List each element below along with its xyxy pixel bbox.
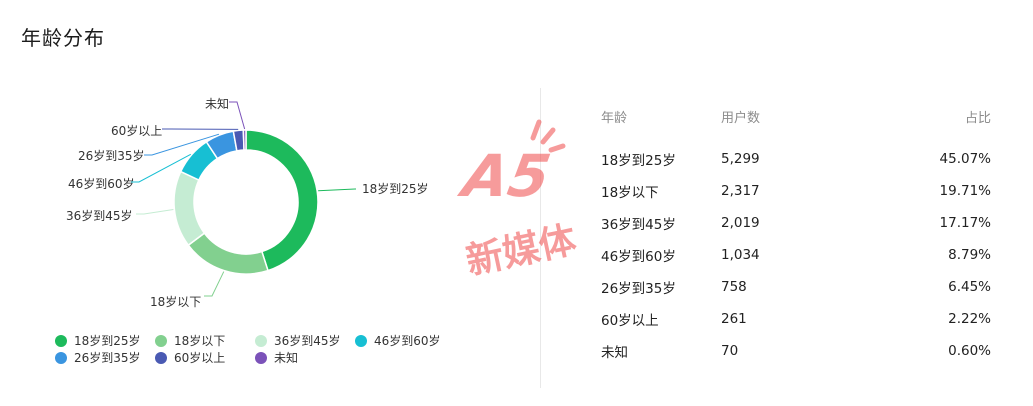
users-cell: 5,299	[721, 151, 760, 167]
table-row: 18岁以下 2,317 19.71%	[601, 175, 991, 207]
legend-item-5[interactable]: 60岁以上	[155, 349, 225, 366]
slice-label-1: 18岁以下	[150, 294, 201, 309]
age-donut-chart: 18岁到25岁 18岁以下 36岁到45岁 46岁到60岁 26岁到35岁 60岁以上 未知	[66, 97, 429, 309]
column-header-share: 占比	[964, 110, 991, 126]
slice-label-4: 26岁到35岁	[78, 148, 145, 163]
legend-dot-icon	[255, 334, 267, 347]
donut-slice-1[interactable]	[187, 232, 269, 275]
share-cell: 45.07%	[939, 151, 991, 167]
watermark-spark-1	[540, 127, 556, 145]
legend-item-6[interactable]: 未知	[255, 349, 298, 366]
table-row: 60岁以上 261 2.22%	[601, 303, 991, 335]
donut-slice-0[interactable]	[245, 129, 319, 272]
column-header-age: 年龄	[601, 110, 628, 126]
age-cell: 未知	[601, 345, 628, 361]
slice-label-3: 46岁到60岁	[68, 176, 135, 191]
table-row: 36岁到45岁 2,019 17.17%	[601, 207, 991, 239]
slice-label-6: 未知	[205, 97, 229, 111]
legend-dot-icon	[355, 334, 367, 347]
watermark-spark-2	[548, 143, 566, 153]
legend-dot-icon	[155, 351, 167, 364]
legend-label: 26岁到35岁	[74, 351, 141, 365]
leader-line-6	[229, 101, 246, 130]
leader-line-4	[144, 133, 220, 156]
slice-label-5: 60岁以上	[111, 123, 162, 138]
leader-line-2	[136, 209, 174, 215]
legend-item-0[interactable]: 18岁到25岁	[55, 332, 141, 349]
column-header-users: 用户数	[721, 110, 761, 126]
legend-dot-icon	[155, 334, 167, 347]
share-cell: 6.45%	[948, 279, 991, 295]
table-row: 未知 70 0.60%	[601, 335, 991, 367]
page-title: 年龄分布	[21, 26, 105, 50]
slice-label-2: 36岁到45岁	[66, 208, 133, 223]
table-row: 26岁到35岁 758 6.45%	[601, 271, 991, 303]
users-cell: 2,019	[721, 215, 760, 231]
donut-slice-6[interactable]	[242, 129, 247, 151]
share-cell: 2.22%	[948, 311, 991, 327]
users-cell: 758	[721, 279, 747, 295]
share-cell: 8.79%	[948, 247, 991, 263]
legend-dot-icon	[55, 351, 67, 364]
share-cell: 19.71%	[939, 183, 991, 199]
slice-label-0: 18岁到25岁	[362, 181, 429, 196]
age-cell: 26岁到35岁	[601, 281, 676, 297]
age-cell: 46岁到60岁	[601, 249, 676, 265]
donut-slice-2[interactable]	[173, 170, 206, 247]
users-cell: 261	[721, 311, 747, 327]
share-cell: 17.17%	[939, 215, 991, 231]
legend-label: 36岁到45岁	[274, 334, 341, 348]
legend-label: 18岁到25岁	[74, 334, 141, 348]
table-header: 年龄 用户数 占比	[601, 100, 991, 132]
users-cell: 2,317	[721, 183, 760, 199]
legend-label: 未知	[274, 351, 299, 365]
leader-line-3	[131, 153, 191, 183]
share-cell: 0.60%	[948, 343, 991, 359]
legend-item-4[interactable]: 26岁到35岁	[55, 349, 141, 366]
panel-divider	[540, 88, 541, 388]
age-cell: 18岁到25岁	[601, 153, 676, 169]
leader-line-0	[318, 188, 356, 192]
table-row: 46岁到60岁 1,034 8.79%	[601, 239, 991, 271]
legend-dot-icon	[255, 351, 267, 364]
legend-item-2[interactable]: 36岁到45岁	[255, 332, 341, 349]
leader-line-1	[204, 271, 225, 297]
users-cell: 70	[721, 343, 739, 359]
table-body: 18岁到25岁 5,299 45.07% 18岁以下 2,317 19.71% 36岁到45…	[601, 143, 991, 367]
age-cell: 18岁以下	[601, 185, 659, 201]
age-table: 年龄 用户数 占比 18岁到25岁 5,299 45.07% 18岁以下 2,317 19…	[601, 100, 991, 367]
legend-dot-icon	[55, 334, 67, 347]
users-cell: 1,034	[721, 247, 760, 263]
legend-label: 18岁以下	[174, 334, 226, 348]
legend-item-1[interactable]: 18岁以下	[155, 332, 225, 349]
table-row: 18岁到25岁 5,299 45.07%	[601, 143, 991, 175]
age-cell: 60岁以上	[601, 313, 659, 329]
legend-label: 60岁以上	[174, 351, 226, 365]
age-cell: 36岁到45岁	[601, 217, 676, 233]
legend-label: 46岁到60岁	[374, 334, 441, 348]
legend-item-3[interactable]: 46岁到60岁	[355, 332, 441, 349]
